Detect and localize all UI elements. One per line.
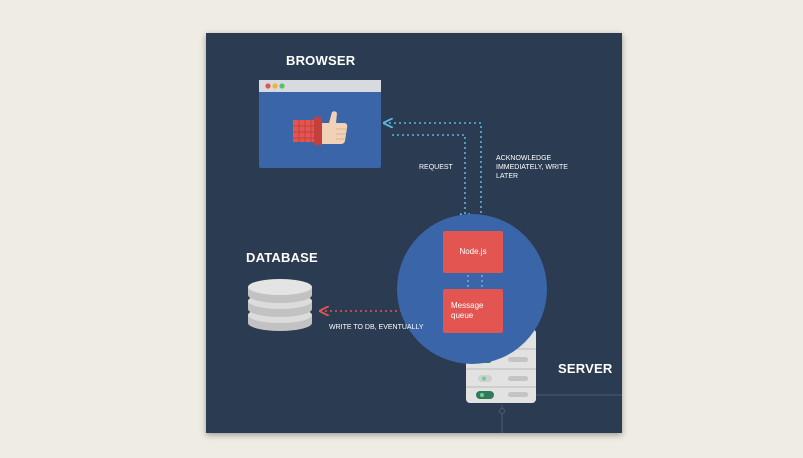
nodejs-label: Node.js bbox=[459, 247, 487, 256]
thumbs-up-icon bbox=[293, 111, 348, 145]
acknowledge-arrow bbox=[388, 123, 482, 218]
database-stack-icon bbox=[248, 279, 312, 331]
network-lines bbox=[499, 394, 622, 433]
diagram-graphics bbox=[248, 80, 622, 433]
request-label: REQUEST bbox=[419, 164, 453, 171]
architecture-diagram: BROWSER DATABASE SERVER REQUEST ACKNOWLE… bbox=[206, 33, 622, 433]
internal-link bbox=[467, 275, 483, 289]
server-heading: SERVER bbox=[558, 361, 613, 376]
nodejs-box: Node.js bbox=[443, 231, 503, 273]
browser-heading: BROWSER bbox=[286, 53, 356, 68]
write-db-label: WRITE TO DB, EVENTUALLY bbox=[329, 324, 424, 331]
message-queue-label: Message queue bbox=[451, 301, 484, 320]
message-queue-box: Message queue bbox=[443, 289, 503, 333]
request-arrow bbox=[392, 134, 465, 218]
database-heading: DATABASE bbox=[246, 250, 318, 265]
acknowledge-label: ACKNOWLEDGE IMMEDIATELY, WRITE LATER bbox=[496, 155, 568, 180]
